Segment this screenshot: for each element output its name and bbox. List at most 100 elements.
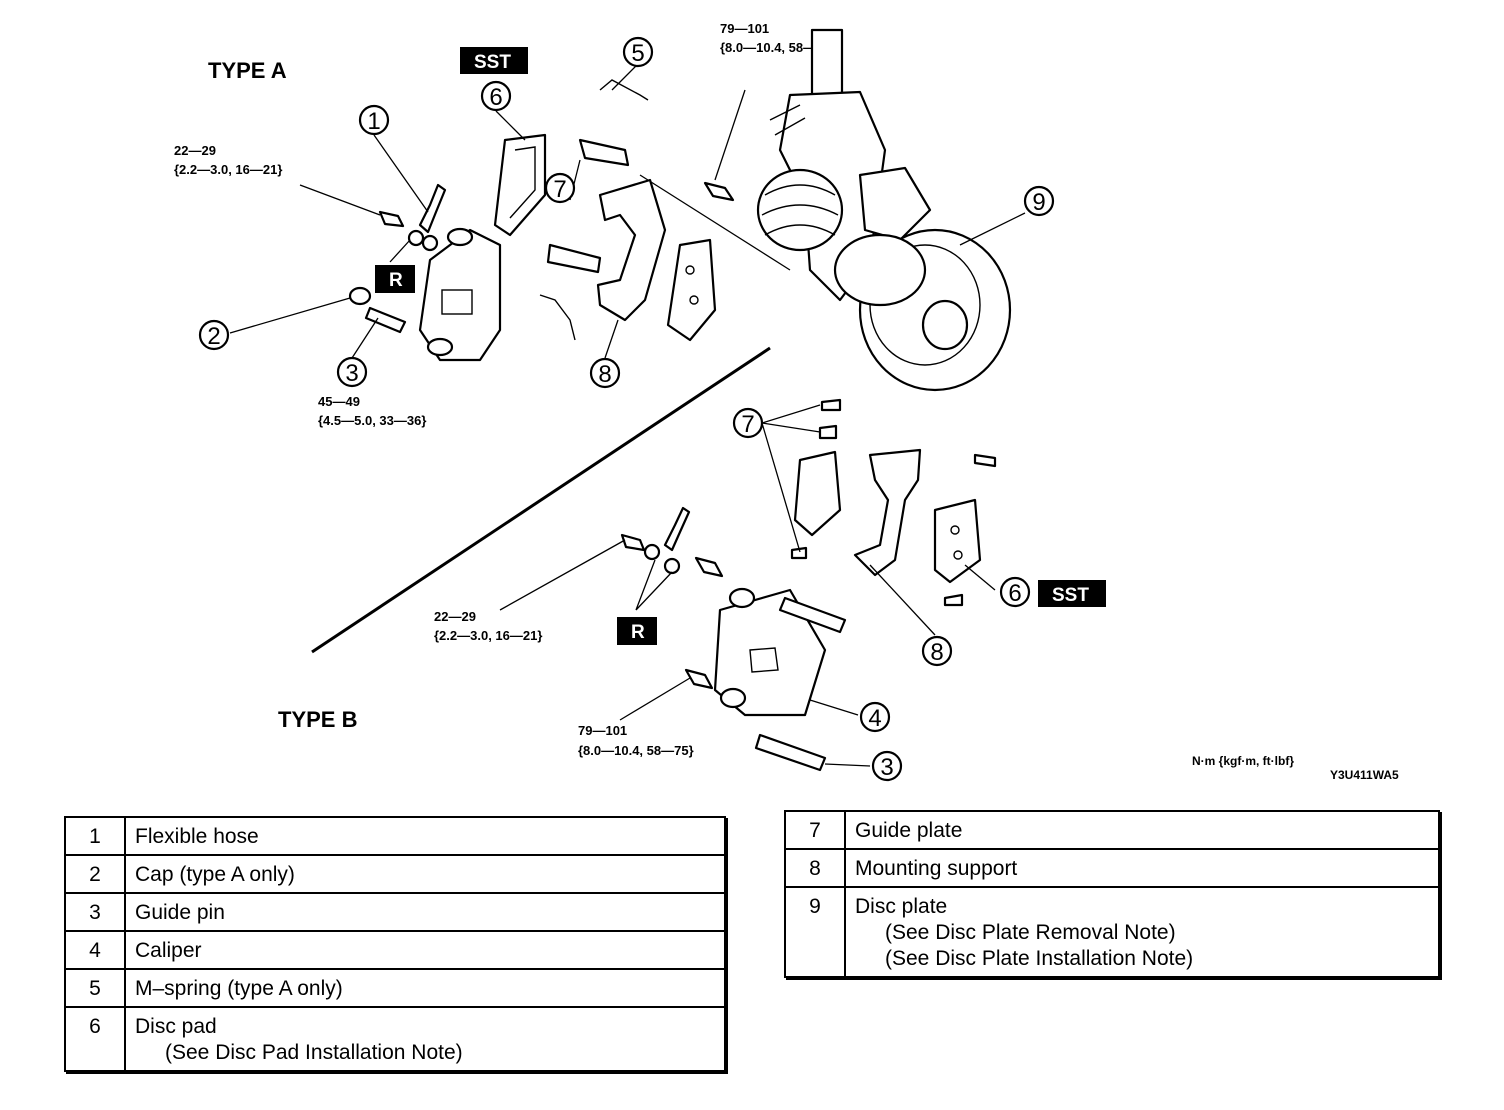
part-number: 6 xyxy=(64,1006,126,1072)
torque-a-guide-pin: 45—49 {4.5—5.0, 33—36} xyxy=(318,394,426,428)
hose-bolt-b xyxy=(620,533,646,552)
torque-b-caliper-bolt: 79—101 {8.0—10.4, 58—75} xyxy=(578,723,694,758)
callout-5-a: 5 xyxy=(622,36,654,68)
part-number: 2 xyxy=(64,854,126,894)
part-name: Disc pad xyxy=(135,1015,217,1038)
callout-8-a: 8 xyxy=(589,357,621,389)
svg-text:22—29: 22—29 xyxy=(434,609,476,624)
washer-a2 xyxy=(421,234,439,252)
part-description: Disc pad (See Disc Pad Installation Note) xyxy=(124,1006,726,1072)
type-b-heading: TYPE B xyxy=(278,707,357,732)
part-description: Flexible hose xyxy=(124,816,726,856)
svg-text:{8.0—10.4, 58—75}: {8.0—10.4, 58—75} xyxy=(578,743,694,758)
sst-badge-a: SST xyxy=(460,47,528,74)
guide-plate-b-1 xyxy=(820,398,842,412)
mounting-support-b xyxy=(853,448,922,577)
callout-6-b: 6 xyxy=(999,576,1031,608)
svg-text:6: 6 xyxy=(1008,580,1021,607)
part-description: Disc plate(See Disc Plate Removal Note)(… xyxy=(844,886,1440,978)
flexible-hose-b xyxy=(663,506,691,552)
svg-text:8: 8 xyxy=(930,639,943,666)
part-note: (See Disc Plate Installation Note) xyxy=(885,947,1194,970)
torque-b-hose-bolt: 22—29 {2.2—3.0, 16—21} xyxy=(434,609,542,643)
caliper-a xyxy=(418,227,502,362)
callout-3-b: 3 xyxy=(871,750,903,782)
m-spring-a-top xyxy=(599,79,649,101)
disc-pad-b-inner xyxy=(933,498,982,584)
part-number: 4 xyxy=(64,930,126,970)
flexible-hose-a xyxy=(418,183,447,234)
callout-7-a: 7 xyxy=(544,172,576,204)
torque-a-hose-bolt: 22—29 {2.2—3.0, 16—21} xyxy=(174,143,282,177)
hose-bolt-a xyxy=(378,210,405,228)
svg-text:SST: SST xyxy=(474,52,511,73)
svg-text:{8.0—10.4, 58—75}: {8.0—10.4, 58—75} xyxy=(720,40,836,55)
guide-plate-b-5 xyxy=(790,546,808,560)
part-number: 8 xyxy=(784,848,846,888)
part-description: Caliper xyxy=(124,930,726,970)
caliper-b xyxy=(713,587,827,717)
part-name: M–spring (type A only) xyxy=(135,977,343,1000)
guide-plate-b-2 xyxy=(818,424,838,440)
svg-text:45—49: 45—49 xyxy=(318,394,360,409)
part-number: 9 xyxy=(784,886,846,978)
svg-text:{4.5—5.0, 33—36}: {4.5—5.0, 33—36} xyxy=(318,413,426,428)
disc-pad-b-outer xyxy=(793,450,842,537)
units-label: N·m {kgf·m, ft·lbf} xyxy=(1192,754,1294,768)
guide-pin-b-top xyxy=(778,596,847,634)
part-description: Cap (type A only) xyxy=(124,854,726,894)
type-a-heading: TYPE A xyxy=(208,58,287,83)
part-name: Disc plate xyxy=(855,895,948,918)
svg-text:6: 6 xyxy=(489,84,502,111)
part-description: Guide plate xyxy=(844,810,1440,850)
brake-exploded-diagram: TYPE A TYPE B SST SST R R 22—29 {2.2—3.0… xyxy=(174,21,1399,782)
part-name: Flexible hose xyxy=(135,825,259,848)
table-row: 8 Mounting support xyxy=(784,848,1440,888)
type-divider-line xyxy=(311,346,771,654)
callout-6-a: 6 xyxy=(480,80,512,112)
cap-a xyxy=(348,286,372,306)
svg-text:R: R xyxy=(631,622,645,643)
figure-code: Y3U411WA5 xyxy=(1330,768,1399,782)
svg-text:{2.2—3.0, 16—21}: {2.2—3.0, 16—21} xyxy=(174,162,282,177)
part-name: Guide pin xyxy=(135,901,225,924)
knuckle-bolt xyxy=(703,181,735,202)
part-note: (See Disc Pad Installation Note) xyxy=(165,1041,463,1064)
svg-text:3: 3 xyxy=(880,754,893,781)
svg-text:5: 5 xyxy=(631,40,644,67)
callout-9-a: 9 xyxy=(1023,185,1055,217)
disc-plate xyxy=(833,228,1012,392)
svg-text:SST: SST xyxy=(1052,585,1089,606)
svg-text:8: 8 xyxy=(598,361,611,388)
washer-a1 xyxy=(407,229,425,247)
part-name: Mounting support xyxy=(855,857,1018,880)
disc-pad-a-inner xyxy=(666,238,717,342)
part-number: 1 xyxy=(64,816,126,856)
guide-plate-b-3 xyxy=(973,453,997,468)
m-spring-a-bottom xyxy=(539,294,576,341)
svg-text:4: 4 xyxy=(868,705,881,732)
callout-3-a: 3 xyxy=(336,356,368,388)
part-number: 7 xyxy=(784,810,846,850)
part-name: Guide plate xyxy=(855,819,963,842)
washer-b2 xyxy=(663,557,681,575)
callout-8-b: 8 xyxy=(921,635,953,667)
guide-plate-a-bottom xyxy=(546,243,602,274)
table-row: 2 Cap (type A only) xyxy=(64,854,726,894)
svg-text:2: 2 xyxy=(207,323,220,350)
r-badge-a: R xyxy=(375,265,415,293)
table-row: 1 Flexible hose xyxy=(64,816,726,856)
svg-text:7: 7 xyxy=(553,176,566,203)
guide-pin-a xyxy=(364,306,407,334)
mounting-support-a xyxy=(596,178,667,322)
svg-text:22—29: 22—29 xyxy=(174,143,216,158)
part-name: Cap (type A only) xyxy=(135,863,295,886)
part-name: Caliper xyxy=(135,939,202,962)
caliper-bolt-b xyxy=(684,668,714,690)
washer-b1 xyxy=(643,543,661,561)
svg-text:79—101: 79—101 xyxy=(578,723,627,738)
leader-lines xyxy=(229,65,1026,767)
svg-text:7: 7 xyxy=(741,411,754,438)
